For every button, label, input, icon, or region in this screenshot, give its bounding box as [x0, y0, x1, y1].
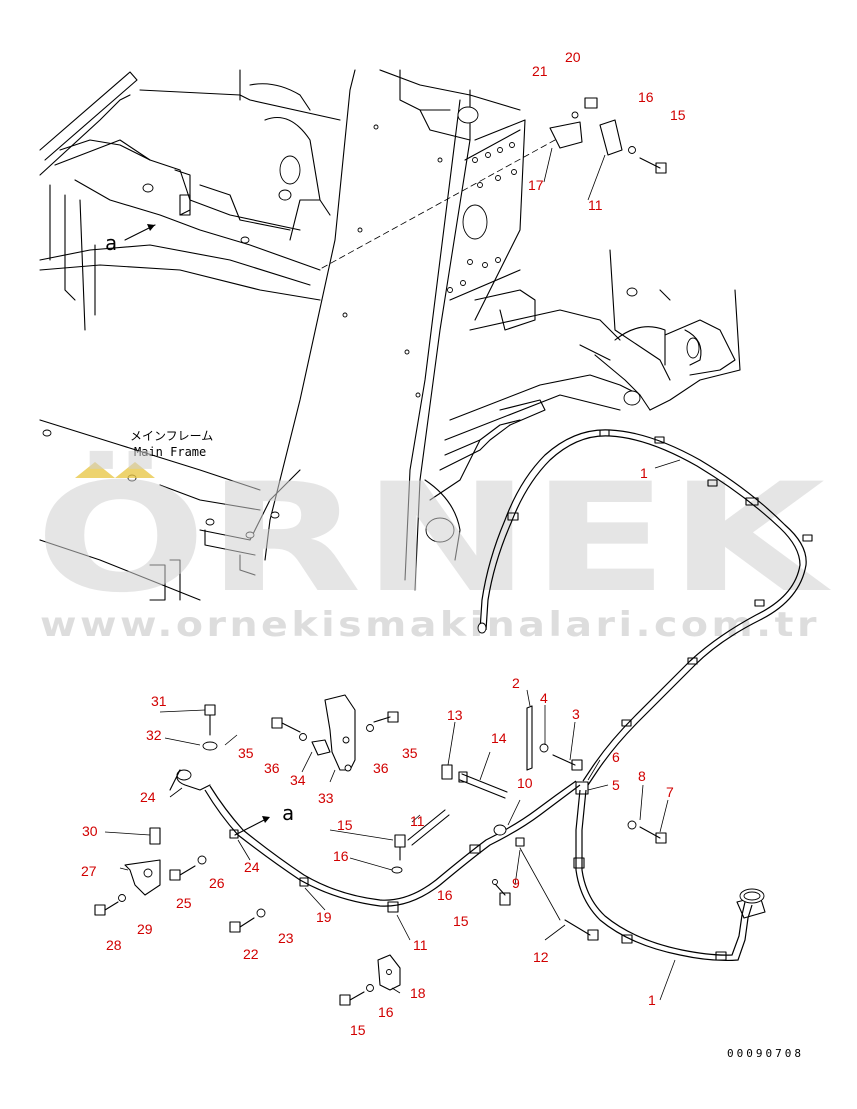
drawing-number: 00090708 — [727, 1047, 804, 1060]
callout-10: 10 — [517, 775, 533, 791]
callout-16-middle: 16 — [333, 848, 349, 864]
callout-8: 8 — [638, 768, 646, 784]
callout-31: 31 — [151, 693, 167, 709]
callout-17: 17 — [528, 177, 544, 193]
callout-21: 21 — [532, 63, 548, 79]
callout-25: 25 — [176, 895, 192, 911]
callout-22: 22 — [243, 946, 259, 962]
view-ref-upper: a — [105, 231, 117, 255]
hose-lower — [94, 97, 766, 1006]
main-frame-structure — [39, 69, 741, 601]
callout-34: 34 — [290, 772, 306, 788]
callout-26: 26 — [209, 875, 225, 891]
callout-15-lower: 15 — [350, 1022, 366, 1038]
watermark: ÖRNEK www.ornekismakinalari.com.tr — [35, 450, 831, 645]
callout-15-upper: 15 — [670, 107, 686, 123]
callout-15-right: 15 — [453, 913, 469, 929]
watermark-accent-icon — [75, 462, 155, 478]
callout-24-right: 24 — [244, 859, 260, 875]
callout-labels: 1 1 2 3 4 5 6 7 8 9 10 11 11 11 12 13 14… — [81, 49, 686, 1038]
callout-14: 14 — [491, 730, 507, 746]
callout-1-upper: 1 — [640, 465, 648, 481]
callout-7: 7 — [666, 784, 674, 800]
callout-3: 3 — [572, 706, 580, 722]
callout-1-lower: 1 — [648, 992, 656, 1008]
callout-11-lower: 11 — [413, 937, 428, 953]
main-frame-label-jp: メインフレーム — [130, 429, 213, 443]
callout-16-lower: 16 — [378, 1004, 394, 1020]
callout-13: 13 — [447, 707, 463, 723]
callout-11-upper: 11 — [588, 197, 603, 213]
view-ref-lower: a — [282, 801, 294, 825]
callout-32: 32 — [146, 727, 162, 743]
callout-36-left: 36 — [264, 760, 280, 776]
callout-11-middle: 11 — [410, 813, 425, 829]
callout-35-right: 35 — [402, 745, 418, 761]
callout-6: 6 — [612, 749, 620, 765]
main-frame-label-en: Main Frame — [134, 445, 206, 459]
callout-2: 2 — [512, 675, 520, 691]
callout-16-upper: 16 — [638, 89, 654, 105]
callout-23: 23 — [278, 930, 294, 946]
callout-18: 18 — [410, 985, 426, 1001]
callout-4: 4 — [540, 690, 548, 706]
callout-24-left: 24 — [140, 789, 156, 805]
callout-5: 5 — [612, 777, 620, 793]
callout-16-right: 16 — [437, 887, 453, 903]
callout-33: 33 — [318, 790, 334, 806]
hose-upper — [477, 429, 813, 786]
callout-15-middle: 15 — [337, 817, 353, 833]
watermark-brand: ÖRNEK — [35, 450, 831, 626]
callout-36-right: 36 — [373, 760, 389, 776]
callout-29: 29 — [137, 921, 153, 937]
callout-19: 19 — [316, 909, 332, 925]
watermark-url: www.ornekismakinalari.com.tr — [40, 605, 820, 645]
leader-lines — [104, 147, 681, 1001]
callout-12: 12 — [533, 949, 549, 965]
callout-9: 9 — [512, 875, 520, 891]
callout-27: 27 — [81, 863, 97, 879]
callout-35-left: 35 — [238, 745, 254, 761]
callout-28: 28 — [106, 937, 122, 953]
callout-30: 30 — [82, 823, 98, 839]
callout-20: 20 — [565, 49, 581, 65]
